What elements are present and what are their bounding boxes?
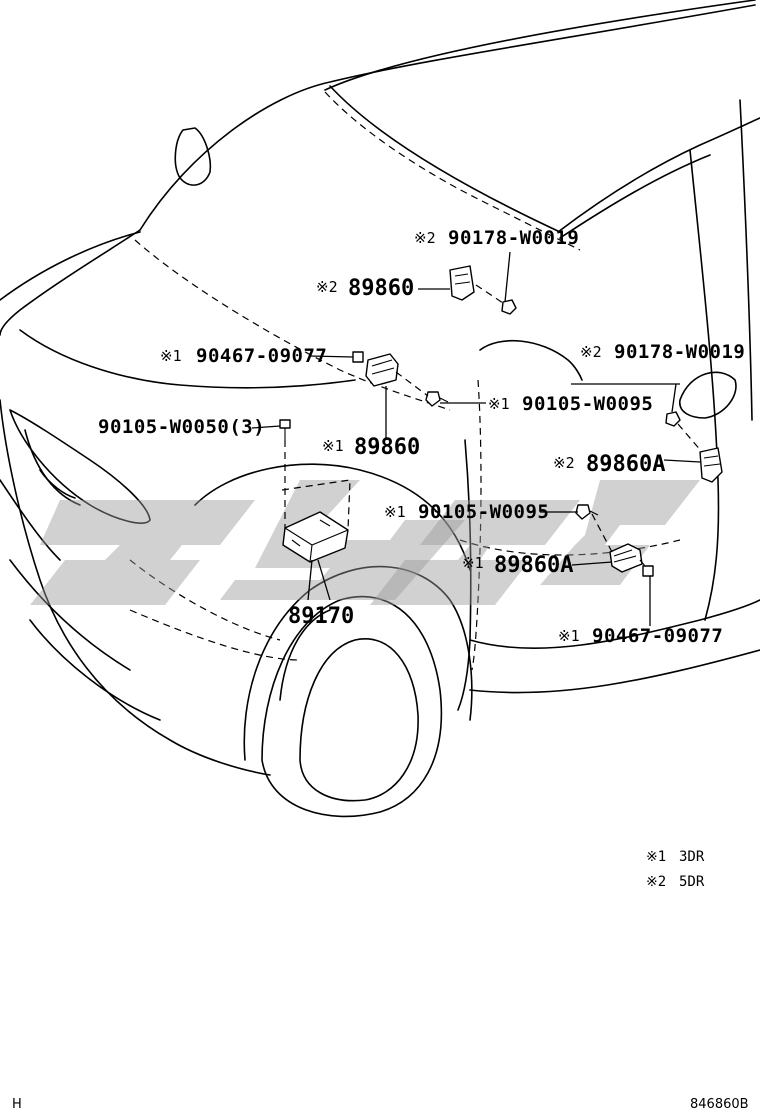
callout-90467-09077-top: ※1 90467-09077 [160,345,327,367]
callout-89860-3dr: ※1 89860 [322,435,420,460]
callout-90105-w0095-top: ※1 90105-W0095 [488,393,653,415]
legend-marker: ※2 [646,874,666,890]
part-number: 90178-W0019 [448,227,579,249]
sensor-89860a-3dr-icon [609,543,643,573]
callout-89170: 89170 [288,604,354,629]
callout-marker: ※1 [384,503,406,521]
parts [279,265,723,577]
legend-text: 5DR [679,874,705,890]
sensor-89860-5dr-icon [449,265,475,301]
part-number: 90178-W0019 [614,341,745,363]
screw-90105-w0050-icon [279,419,291,440]
callout-marker: ※2 [316,278,338,296]
part-number: 90105-W0095 [522,393,653,415]
nut-90178-upper-icon [501,299,517,315]
callout-89860a-5dr: ※2 89860A [553,452,665,477]
drawing-number: 846860B [690,1097,749,1112]
callout-89860-5dr: ※2 89860 [316,276,414,301]
callout-90178-w0019-top: ※2 90178-W0019 [414,227,579,249]
footer-code: H [12,1097,22,1112]
callout-marker: ※2 [414,229,436,247]
part-number: 90105-W0095 [418,501,549,523]
callout-marker: ※1 [558,627,580,645]
nut-90467-lower-icon [642,565,654,577]
legend-text: 3DR [679,849,705,865]
part-number: 89860A [586,452,665,477]
watermark-logo [30,480,700,605]
callout-marker: ※1 [462,554,484,572]
legend-marker: ※1 [646,849,666,865]
part-number: 89860A [494,553,573,578]
callout-marker: ※1 [160,347,182,365]
part-number: 89860 [348,276,414,301]
part-number: 89170 [288,604,354,629]
legend: ※1 3DR ※2 5DR [646,849,705,890]
callout-marker: ※1 [322,437,344,455]
part-number: 90105-W0050(3) [98,416,265,438]
leader-lines [251,251,703,626]
vehicle-outline [0,0,760,818]
callout-marker: ※2 [553,454,575,472]
bolt-90105-upper-icon [425,391,449,407]
part-number: 90467-09077 [592,625,723,647]
sensor-89860a-5dr-icon [699,447,723,483]
part-number: 90467-09077 [196,345,327,367]
sensor-89860-3dr-icon [365,353,399,387]
callout-90105-w0050: 90105-W0050(3) [98,416,265,438]
nut-90467-upper-icon [352,351,364,363]
callout-90105-w0095-lower: ※1 90105-W0095 [384,501,549,523]
part-number: 89860 [354,435,420,460]
airbag-ecu-89170-icon [282,511,349,563]
callout-90467-09077-lower: ※1 90467-09077 [558,625,723,647]
callout-marker: ※2 [580,343,602,361]
callout-marker: ※1 [488,395,510,413]
callout-90178-w0019-right: ※2 90178-W0019 [580,341,745,363]
footer: H 846860B [12,1097,749,1112]
callout-89860a-3dr: ※1 89860A [462,553,573,578]
nut-90178-right-icon [665,411,681,427]
